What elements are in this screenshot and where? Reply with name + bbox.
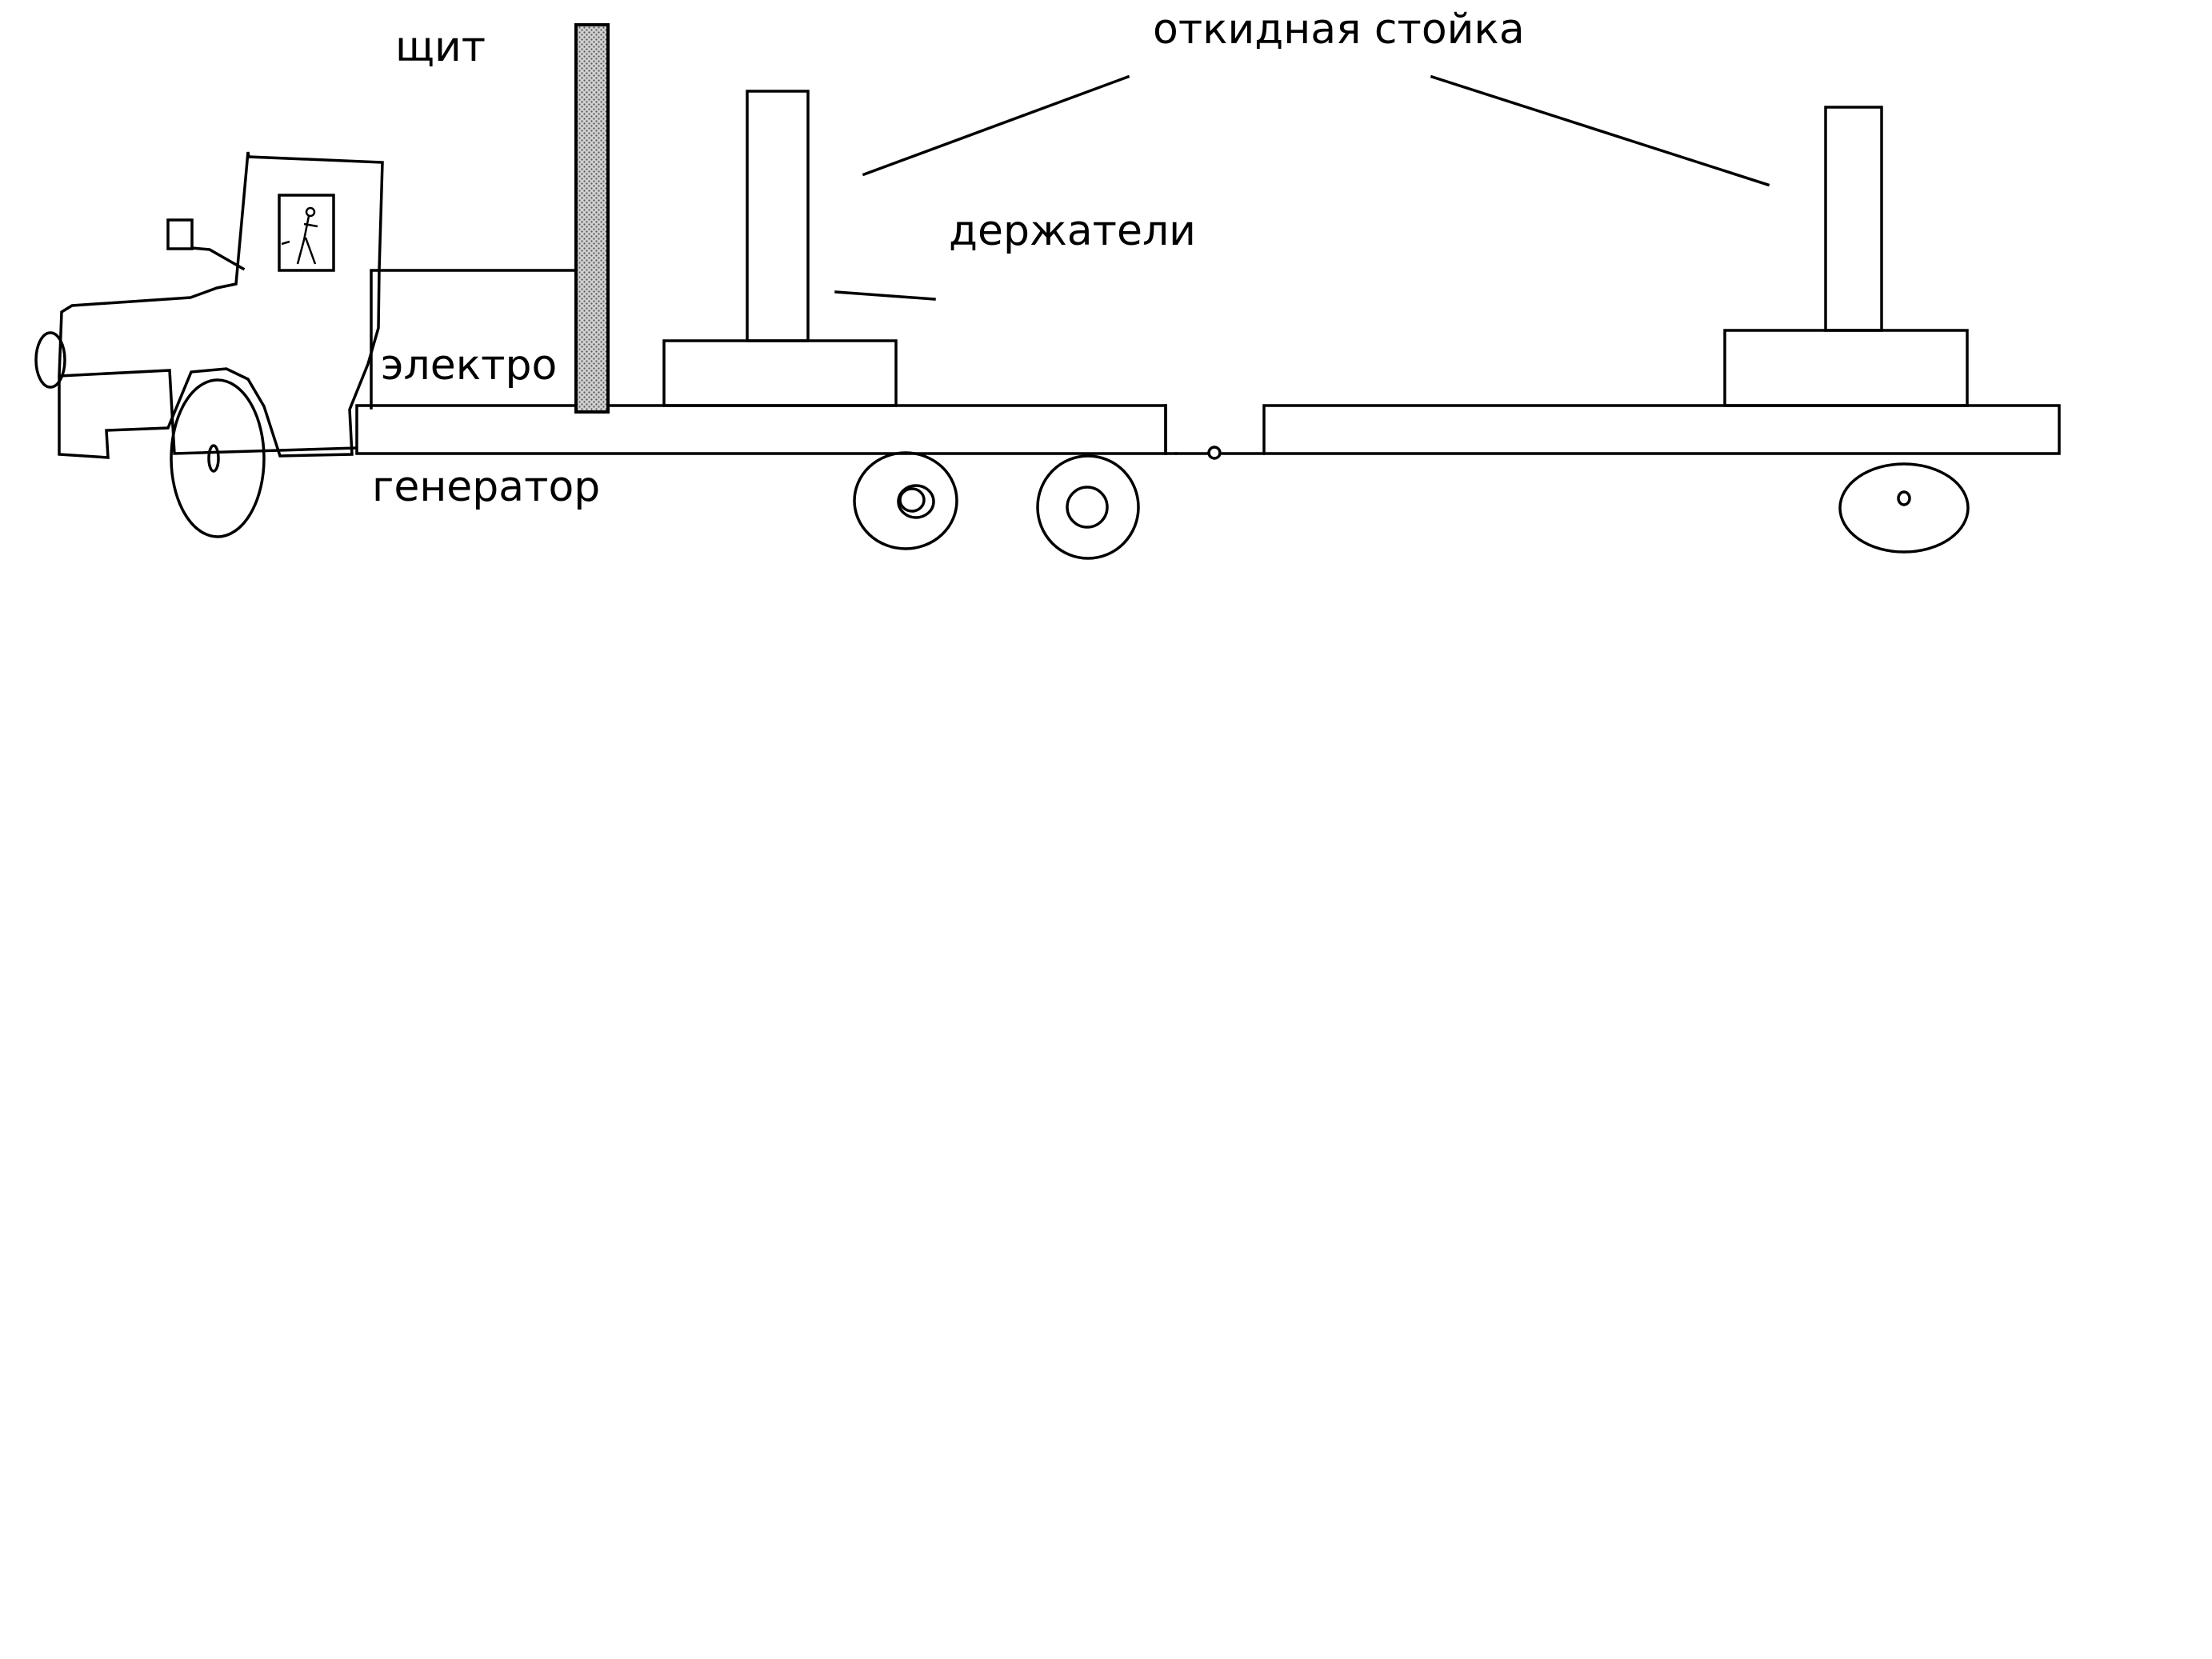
front-holder [662,90,898,407]
front-wheel-hub [207,444,220,473]
front-holder-base [662,339,898,407]
label-generator-line2: генератор [372,463,600,511]
rear-wheel-2 [1036,454,1140,560]
truck-cab [34,151,384,538]
label-generator-line1: электро [381,342,557,390]
truck-platform [355,404,1178,455]
leader-line-holders [834,290,936,301]
generator-box [370,269,578,410]
trailer [1262,106,2061,554]
cab-outline [58,151,384,459]
shield-panel [574,23,610,414]
headlight [34,331,66,389]
cab-window [278,194,335,272]
trailer-deck [1262,404,2061,455]
label-shield: щит [395,23,486,71]
rear-wheel-2-hub [1066,486,1109,529]
mirror-arm [190,246,246,271]
rear-holder-base [1723,329,1969,407]
truck-rear-wheels [853,451,1140,560]
trailer-wheel-hub [1897,490,1911,506]
side-mirror [166,218,194,250]
front-folding-post [746,90,810,342]
front-wheel [170,378,266,538]
driver-figure [281,206,318,265]
truck-deck [355,404,1167,455]
trailer-wheel [1838,462,1970,554]
rear-wheel-1-hub-inner [898,487,926,513]
rear-wheel-1-hub [897,484,935,519]
leader-line-right-post [1430,74,1770,187]
rear-wheel-1 [853,451,958,550]
electro-generator [370,269,578,410]
leader-line-left-post [862,74,1130,177]
rear-folding-post [1824,106,1883,332]
coupling [1207,446,1222,460]
label-folding-post: откидная стойка [1153,6,1525,54]
label-holders: держатели [949,207,1196,255]
